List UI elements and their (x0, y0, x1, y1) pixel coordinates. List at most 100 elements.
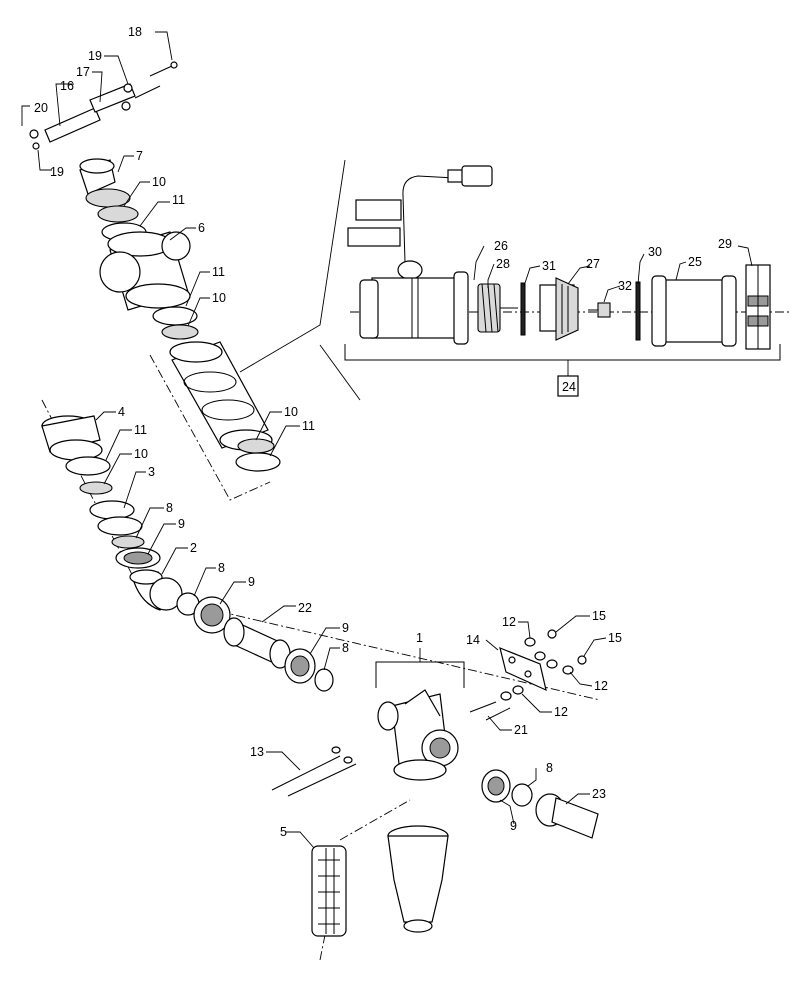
clamp-29 (745, 264, 771, 350)
gasket-30 (635, 281, 641, 341)
seal-11-left (65, 456, 111, 476)
filter-bowl (387, 825, 449, 933)
dash-filter (339, 799, 411, 841)
cap-27 (539, 277, 579, 341)
pipe-22 (223, 617, 291, 669)
part-4 (41, 415, 103, 461)
callout-19-top: 19 (88, 49, 102, 63)
callout-2: 2 (190, 541, 197, 555)
clamp-9-lower (193, 596, 231, 634)
detail-inset-24 (239, 159, 790, 401)
outlet-23 (535, 793, 599, 839)
callout-18: 18 (128, 25, 142, 39)
callout-21: 21 (514, 723, 528, 737)
clamp-9-left (115, 547, 161, 569)
clamp-9-mid (284, 648, 316, 684)
washers-nuts-12-15 (500, 629, 587, 701)
callout-10-d: 10 (134, 447, 148, 461)
callout-26: 26 (494, 239, 508, 253)
callout-10-b: 10 (212, 291, 226, 305)
callout-23: 23 (592, 787, 606, 801)
callout-25: 25 (688, 255, 702, 269)
callout-12-b: 12 (594, 679, 608, 693)
callout-15-b: 15 (608, 631, 622, 645)
callout-14: 14 (466, 633, 480, 647)
callout-8-a: 8 (166, 501, 173, 515)
callout-5: 5 (280, 825, 287, 839)
callout-17: 17 (76, 65, 90, 79)
valve-6 (99, 231, 191, 311)
part-7 (79, 158, 131, 208)
central-tube (169, 341, 273, 451)
callout-9-a: 9 (178, 517, 185, 531)
inset-leader-top (239, 159, 346, 373)
callout-7: 7 (136, 149, 143, 163)
dash-box-tube (149, 354, 271, 501)
callout-9-b: 9 (248, 575, 255, 589)
gear-28 (477, 283, 518, 333)
callout-8-c: 8 (342, 641, 349, 655)
callout-27: 27 (586, 257, 600, 271)
bolts-21 (469, 701, 511, 721)
pin-18 (134, 61, 178, 99)
callout-8-d: 8 (546, 761, 553, 775)
callout-12-c: 12 (554, 705, 568, 719)
part-3 (89, 500, 143, 536)
callout-24: 24 (562, 380, 576, 394)
link-plates-16-17 (29, 83, 136, 150)
seal-10-mid (161, 324, 199, 340)
callout-30: 30 (648, 245, 662, 259)
callout-1: 1 (416, 631, 423, 645)
filter-body-1 (377, 689, 459, 781)
callout-20: 20 (34, 101, 48, 115)
ring-near-elbow (149, 577, 183, 611)
clamp-9-right (481, 769, 511, 803)
callout-12-a: 12 (502, 615, 516, 629)
screen-5 (311, 845, 347, 937)
seal-11-mid (152, 306, 198, 326)
callout-labels: 18 19 17 16 20 19 7 10 11 6 11 10 10 11 … (34, 25, 732, 839)
callout-4: 4 (118, 405, 125, 419)
seal-10-low (237, 438, 275, 454)
housing-25 (651, 275, 737, 347)
callout-8-b: 8 (218, 561, 225, 575)
screw-32 (588, 302, 611, 318)
inset-leader-bottom (319, 344, 361, 401)
bracket-14 (499, 647, 547, 692)
callout-9-c: 9 (342, 621, 349, 635)
callout-19-bottom: 19 (50, 165, 64, 179)
lower-assembly (149, 577, 601, 961)
callout-6: 6 (198, 221, 205, 235)
callout-3: 3 (148, 465, 155, 479)
callout-24-box (557, 375, 579, 397)
seal-10-left (79, 481, 113, 495)
callout-11-d: 11 (134, 423, 147, 437)
seal-31 (520, 282, 526, 336)
callout-11-a: 11 (172, 193, 185, 207)
callout-28: 28 (496, 257, 510, 271)
valve-body-26 (347, 165, 493, 345)
seal-8-left (111, 535, 145, 549)
mid-stack (41, 399, 178, 611)
callout-10-c: 10 (284, 405, 298, 419)
dash-lower-axis (169, 599, 601, 701)
callout-15-a: 15 (592, 609, 606, 623)
bolt-13 (271, 746, 357, 797)
seal-10-top (97, 205, 139, 223)
callout-13: 13 (250, 745, 264, 759)
callout-29: 29 (718, 237, 732, 251)
callout-11-c: 11 (302, 419, 315, 433)
inset-bracket (344, 344, 781, 361)
callout-9-d: 9 (510, 819, 517, 833)
leader-lines (21, 31, 753, 849)
callout-11-b: 11 (212, 265, 225, 279)
callout-31: 31 (542, 259, 556, 273)
callout-32: 32 (618, 279, 632, 293)
seal-8-right (511, 783, 533, 807)
seal-8-mid (314, 668, 334, 692)
callout-10-a: 10 (152, 175, 166, 189)
top-stack (29, 61, 281, 501)
callout-16: 16 (60, 79, 74, 93)
